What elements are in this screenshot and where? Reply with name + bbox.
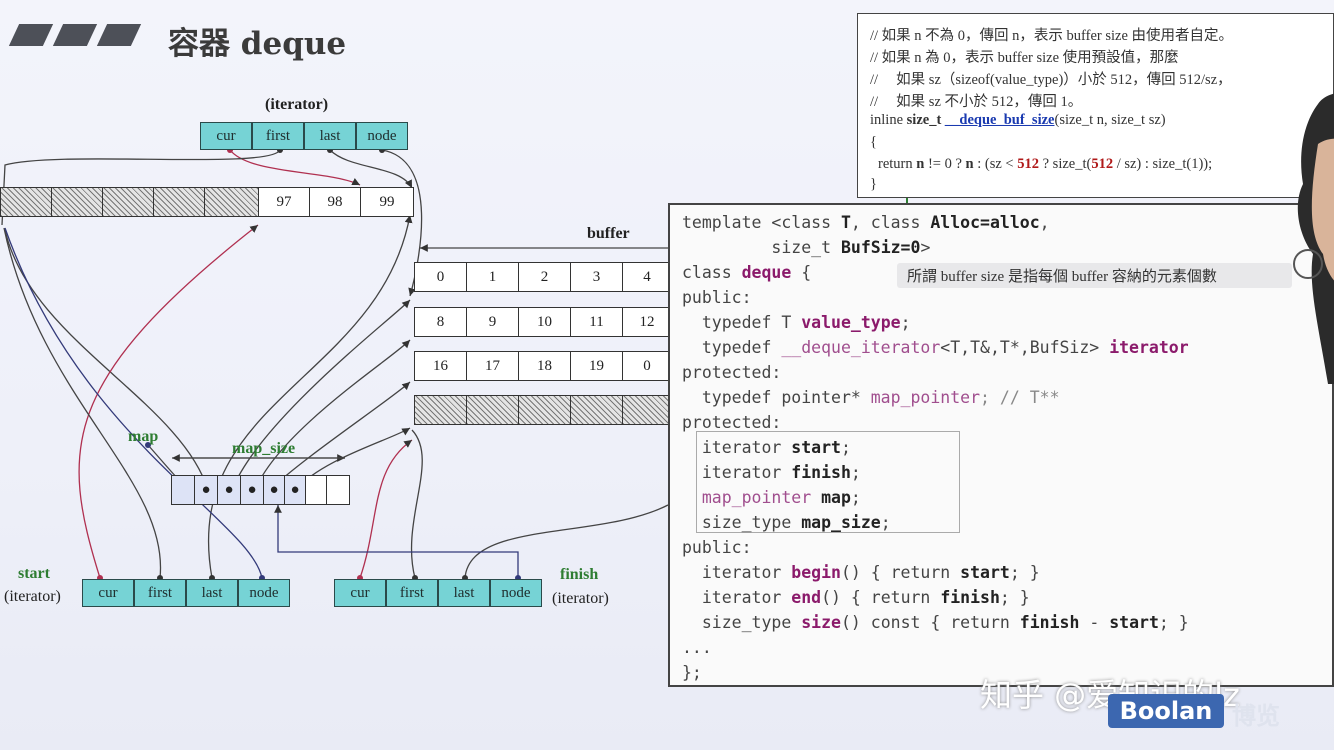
note-line: // 如果 n 為 0，表示 buffer size 使用預設值，那麼: [870, 50, 1179, 66]
buffer-cell-empty: [102, 187, 154, 217]
buffer-cell: 99: [360, 187, 414, 217]
buffer-cell-empty: [204, 187, 259, 217]
buffer-cell-empty: [51, 187, 103, 217]
buffer-cell: 19: [570, 351, 623, 381]
iterator-top-first: first: [252, 122, 304, 150]
note-line: // 如果 n 不為 0，傳回 n，表示 buffer size 由使用者自定。: [870, 28, 1234, 44]
code-line: size_t BufSiz=0>: [682, 238, 931, 257]
buffer-cell-empty: [414, 395, 467, 425]
start-last: last: [186, 579, 238, 607]
iterator-top-label: (iterator): [265, 96, 329, 113]
code-line: typedef __deque_iterator<T,T&,T*,BufSiz>…: [682, 338, 1189, 357]
finish-sub-label: (iterator): [552, 590, 609, 607]
iterator-top-node: node: [356, 122, 408, 150]
code-line: iterator finish;: [682, 463, 861, 482]
start-sub-label: (iterator): [4, 588, 61, 605]
note-return-line: return n != 0 ? n : (sz < 512 ? size_t(5…: [878, 156, 1213, 172]
slide-title: 容器 deque: [168, 26, 347, 62]
finish-label: finish: [560, 566, 599, 583]
buffer-cell: 10: [518, 307, 571, 337]
map-slot: ●: [240, 475, 264, 505]
map-slot: ●: [194, 475, 218, 505]
start-cur: cur: [82, 579, 134, 607]
buffer-cell: 4: [622, 262, 672, 292]
map-size-label: map_size: [232, 440, 296, 457]
finish-node: node: [490, 579, 542, 607]
code-line: iterator end() { return finish; }: [682, 588, 1030, 607]
finish-first: first: [386, 579, 438, 607]
buffer-cell: 0: [414, 262, 467, 292]
buffer-cell: 97: [258, 187, 310, 217]
finish-last: last: [438, 579, 490, 607]
buffer-cell-empty: [466, 395, 519, 425]
iterator-top-cur: cur: [200, 122, 252, 150]
buffer-cell-empty: [0, 187, 52, 217]
start-first: first: [134, 579, 186, 607]
iterator-top-last: last: [304, 122, 356, 150]
presenter-image: [1293, 93, 1334, 384]
note-brace-open: {: [870, 134, 877, 150]
brand-logo-suffix: 博览: [1232, 702, 1280, 730]
buffer-cell: 2: [518, 262, 571, 292]
buffer-cell: 9: [466, 307, 519, 337]
start-node: node: [238, 579, 290, 607]
code-line: protected:: [682, 363, 782, 382]
map-label: map: [128, 428, 159, 445]
map-slot: ●: [263, 475, 285, 505]
code-line: iterator start;: [682, 438, 851, 457]
code-line: typedef pointer* map_pointer; // T**: [682, 388, 1060, 407]
buffer-cell: 0: [622, 351, 672, 381]
code-line: size_type size() const { return finish -…: [682, 613, 1189, 632]
finish-cur: cur: [334, 579, 386, 607]
note-line: // 如果 sz（sizeof(value_type)）小於 512，傳回 51…: [870, 72, 1232, 88]
map-slot: [305, 475, 327, 505]
code-line: protected:: [682, 413, 782, 432]
code-line: class deque {: [682, 263, 812, 282]
start-label: start: [18, 565, 50, 582]
map-slot: ●: [217, 475, 241, 505]
buffer-cell-empty: [570, 395, 623, 425]
note-brace-close: }: [870, 176, 877, 192]
code-line: };: [682, 663, 702, 682]
brand-logo: Boolan: [1108, 694, 1224, 728]
code-line: ...: [682, 638, 712, 657]
map-slot: ●: [284, 475, 306, 505]
code-line: template <class T, class Alloc=alloc,: [682, 213, 1050, 232]
buffer-cell: 8: [414, 307, 467, 337]
buffer-cell: 12: [622, 307, 672, 337]
note-signature: inline size_t __deque_buf_size(size_t n,…: [870, 112, 1166, 128]
buffer-cell: 98: [309, 187, 361, 217]
buffer-cell: 1: [466, 262, 519, 292]
buffer-cell-empty: [622, 395, 672, 425]
map-slot: [326, 475, 350, 505]
buffer-cell-empty: [518, 395, 571, 425]
buffer-cell: 16: [414, 351, 467, 381]
code-line: typedef T value_type;: [682, 313, 911, 332]
buffer-cell: 3: [570, 262, 623, 292]
code-line: size_type map_size;: [682, 513, 891, 532]
note-line: // 如果 sz 不小於 512，傳回 1。: [870, 94, 1083, 110]
buffer-cell-empty: [153, 187, 205, 217]
buffer-size-note-panel: // 如果 n 不為 0，傳回 n，表示 buffer size 由使用者自定。…: [857, 13, 1334, 198]
buffer-size-callout: 所謂 buffer size 是指每個 buffer 容納的元素個數: [897, 263, 1292, 288]
code-line: public:: [682, 538, 752, 557]
buffer-cell: 17: [466, 351, 519, 381]
buffer-cell: 18: [518, 351, 571, 381]
buffer-label: buffer: [587, 225, 630, 242]
code-line: iterator begin() { return start; }: [682, 563, 1040, 582]
code-line: public:: [682, 288, 752, 307]
buffer-cell: 11: [570, 307, 623, 337]
members-highlight-box: [696, 431, 960, 533]
map-slot: [171, 475, 195, 505]
code-line: map_pointer map;: [682, 488, 861, 507]
